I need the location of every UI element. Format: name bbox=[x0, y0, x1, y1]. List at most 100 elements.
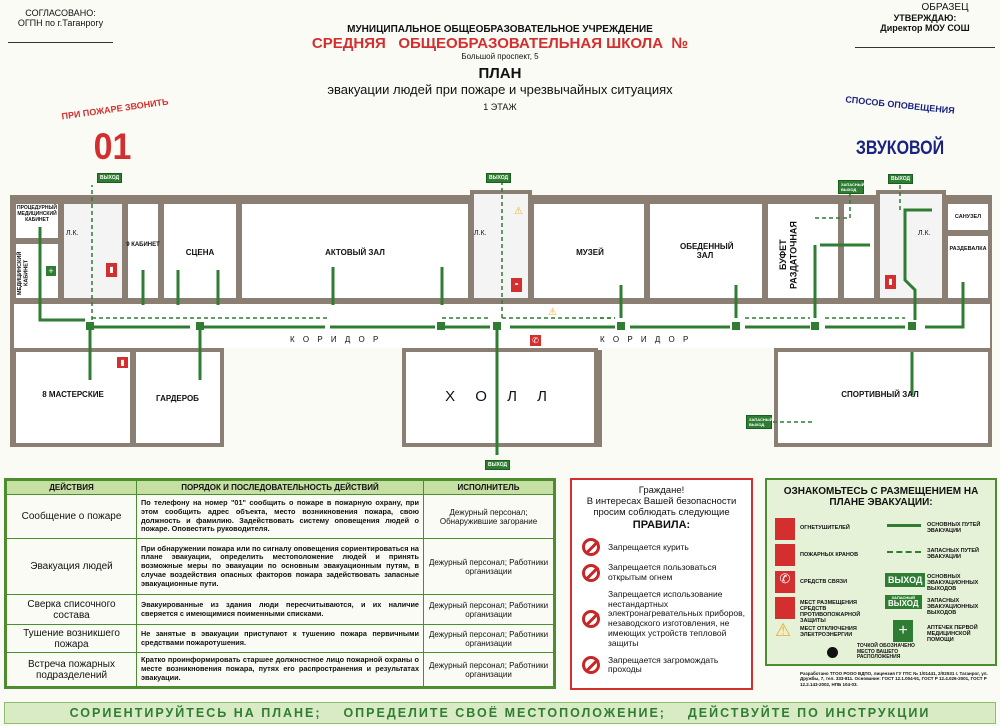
legend-label: ОГНЕТУШИТЕЛЕЙ bbox=[800, 525, 850, 531]
fire-extinguisher-icon: ▮ bbox=[117, 357, 128, 368]
address: Большой проспект, 5 bbox=[461, 52, 539, 61]
legend-label: МЕСТ РАЗМЕЩЕНИЯ СРЕДСТВ ПРОТИВОПОЖАРНОЙ … bbox=[800, 600, 861, 625]
legend-label: СРЕДСТВ СВЯЗИ bbox=[800, 579, 848, 585]
rules-greeting: Граждане! bbox=[638, 485, 685, 496]
cell-executor: Дежурный персонал; Работники организации bbox=[423, 652, 554, 687]
sample-label: ОБРАЗЕЦ bbox=[921, 2, 969, 13]
first-aid-icon: + bbox=[893, 620, 913, 642]
alert-method: ЗВУКОВОЙ bbox=[855, 138, 945, 159]
electric-hazard-icon: ⚠ bbox=[548, 307, 557, 318]
actions-table: ДЕЙСТВИЯ ПОРЯДОК И ПОСЛЕДОВАТЕЛЬНОСТЬ ДЕ… bbox=[4, 478, 556, 689]
cell-executor: Дежурный персонал; Работники организации bbox=[423, 538, 554, 595]
col-header-executor: ИСПОЛНИТЕЛЬ bbox=[423, 480, 554, 495]
label-gym: СПОРТИВНЫЙ ЗАЛ bbox=[841, 390, 919, 399]
exit-sign: ВЫХОД bbox=[97, 173, 123, 183]
legend-label: ТОЧКОЙ ОБОЗНАЧЕНО МЕСТО ВАШЕГО РАСПОЛОЖЕ… bbox=[857, 643, 915, 660]
approve-by: Директор МОУ СОШ bbox=[880, 23, 970, 33]
alert-label: СПОСОБ ОПОВЕЩЕНИЯ bbox=[844, 94, 956, 116]
exit-sign: ВЫХОД bbox=[888, 174, 914, 184]
col-header-order: ПОРЯДОК И ПОСЛЕДОВАТЕЛЬНОСТЬ ДЕЙСТВИЙ bbox=[136, 480, 424, 495]
plan-title: ПЛАН bbox=[478, 65, 522, 82]
label-locker: РАЗДЕВАЛКА bbox=[949, 246, 987, 252]
rule-item: Запрещается загромождать проходы bbox=[572, 654, 751, 676]
spare-exit-sign: ЗАПАСНЫЙ ВЫХОД bbox=[838, 180, 865, 194]
spare-route-icon bbox=[887, 548, 921, 553]
rule-item: Запрещается пользоваться открытым огнем bbox=[572, 563, 751, 583]
rules-box: Граждане! В интересах Вашей безопасности… bbox=[570, 478, 753, 690]
agreed-block: СОГЛАСОВАНО: ОГПН по г.Таганрогу bbox=[8, 8, 113, 43]
rule-item: Запрещается использование нестандартных … bbox=[572, 588, 751, 649]
signature-line bbox=[8, 42, 113, 43]
institution: МУНИЦИПАЛЬНОЕ ОБЩЕОБРАЗОВАТЕЛЬНОЕ УЧРЕЖД… bbox=[347, 24, 653, 35]
label-workshop: 8 МАСТЕРСКИЕ bbox=[42, 390, 104, 399]
rule-text: Запрещается загромождать проходы bbox=[608, 654, 719, 675]
rules-title: ПРАВИЛА: bbox=[632, 518, 691, 531]
spare-sign-bottom: ВЫХОД bbox=[888, 599, 919, 608]
room-cloakroom bbox=[132, 348, 224, 447]
legend-label: ЗАПАСНЫХ ЭВАКУАЦИОННЫХ ВЫХОДОВ bbox=[927, 598, 979, 617]
fire-protection-icon bbox=[775, 597, 795, 619]
agreed-label: СОГЛАСОВАНО: bbox=[25, 8, 96, 18]
cell-action: Встреча пожарных подразделений bbox=[6, 652, 137, 687]
no-heaters-icon bbox=[582, 610, 600, 629]
credits: Разработано ТГОО РООО ВДПО, лицензия ГУ … bbox=[800, 671, 988, 687]
cell-order: Не занятые в эвакуации приступают к туше… bbox=[136, 624, 424, 653]
cell-action: Эвакуация людей bbox=[6, 538, 137, 595]
label-lobby: Х О Л Л bbox=[445, 388, 555, 405]
first-aid-icon: + bbox=[46, 266, 56, 276]
rule-text: Запрещается пользоваться открытым огнем bbox=[608, 562, 717, 583]
legend-label: ОСНОВНЫХ ЭВАКУАЦИОННЫХ ВЫХОДОВ bbox=[927, 574, 979, 593]
legend-title: ОЗНАКОМЬТЕСЬ С РАЗМЕЩЕНИЕМ НА ПЛАНЕ ЭВАК… bbox=[783, 486, 979, 508]
label-scene: СЦЕНА bbox=[185, 248, 215, 257]
room-assembly-hall bbox=[238, 200, 472, 302]
floor-label: 1 ЭТАЖ bbox=[483, 102, 517, 112]
cell-action: Сверка списочного состава bbox=[6, 594, 137, 625]
room-locker bbox=[944, 232, 992, 302]
approve-block: ОБРАЗЕЦ УТВЕРЖДАЮ: Директор МОУ СОШ bbox=[855, 2, 995, 48]
title-block: МУНИЦИПАЛЬНОЕ ОБЩЕОБРАЗОВАТЕЛЬНОЕ УЧРЕЖД… bbox=[250, 24, 750, 112]
cell-order: При обнаружении пожара или по сигналу оп… bbox=[136, 538, 424, 595]
spare-exit-sign: ЗАПАСНЫЙ ВЫХОД bbox=[746, 415, 773, 429]
legend-label: АПТЕЧЕК ПЕРВОЙ МЕДИЦИНСКОЙ ПОМОЩИ bbox=[927, 625, 978, 644]
no-open-fire-icon bbox=[582, 564, 600, 583]
label-cabinet-9: 9 КАБИНЕТ bbox=[126, 242, 160, 248]
floor-plan: ПРОЦЕДУРНЫЙ МЕДИЦИНСКИЙ КАБИНЕТ МЕДИЦИНС… bbox=[0, 170, 1000, 470]
signature-line bbox=[855, 47, 995, 48]
outside-area bbox=[602, 348, 774, 450]
fire-hose-icon: ▮ bbox=[885, 275, 896, 289]
legend-label: ПОЖАРНЫХ КРАНОВ bbox=[800, 552, 859, 558]
exit-sign-icon: ВЫХОД bbox=[885, 573, 926, 587]
agreed-org: ОГПН по г.Таганрогу bbox=[17, 18, 104, 28]
rule-text: Запрещается использование нестандартных … bbox=[608, 588, 745, 648]
legend-label: МЕСТ ОТКЛЮЧЕНИЯ ЭЛЕКТРОЭНЕРГИИ bbox=[800, 626, 857, 639]
label-buffet: БУФЕТ РАЗДАТОЧНАЯ bbox=[778, 221, 799, 289]
no-blocking-icon bbox=[582, 656, 600, 675]
fire-hose-icon: ◓ bbox=[511, 278, 522, 292]
extinguisher-icon bbox=[775, 518, 795, 540]
label-medical-room: МЕДИЦИНСКИЙ КАБИНЕТ bbox=[17, 251, 30, 295]
fire-extinguisher-icon: ▮ bbox=[106, 263, 117, 277]
cell-executor: Дежурный персонал; Обнаружившие загорани… bbox=[423, 494, 554, 539]
col-header-action: ДЕЙСТВИЯ bbox=[6, 480, 137, 495]
legend-label: ОСНОВНЫХ ПУТЕЙ ЭВАКУАЦИИ bbox=[927, 522, 981, 535]
electric-hazard-icon: ⚠ bbox=[775, 620, 792, 640]
phone-icon: ✆ bbox=[775, 571, 795, 593]
approve-label: УТВЕРЖДАЮ: bbox=[893, 13, 957, 23]
main-route-icon bbox=[887, 522, 921, 527]
label-cloakroom: ГАРДЕРОБ bbox=[156, 394, 199, 403]
no-smoking-icon bbox=[582, 538, 600, 557]
cell-order: Эвакуированные из здания люди пересчитыв… bbox=[136, 594, 424, 625]
room-museum bbox=[530, 200, 648, 302]
label-stair-right: Л.К. bbox=[918, 230, 931, 237]
room-buffet bbox=[764, 200, 842, 302]
phone-icon: ✆ bbox=[530, 335, 541, 346]
cell-action: Сообщение о пожаре bbox=[6, 494, 137, 539]
cell-action: Тушение возникшего пожара bbox=[6, 624, 137, 653]
label-sanuzel: САНУЗЕЛ bbox=[954, 214, 982, 220]
stairwell-left bbox=[60, 200, 126, 302]
